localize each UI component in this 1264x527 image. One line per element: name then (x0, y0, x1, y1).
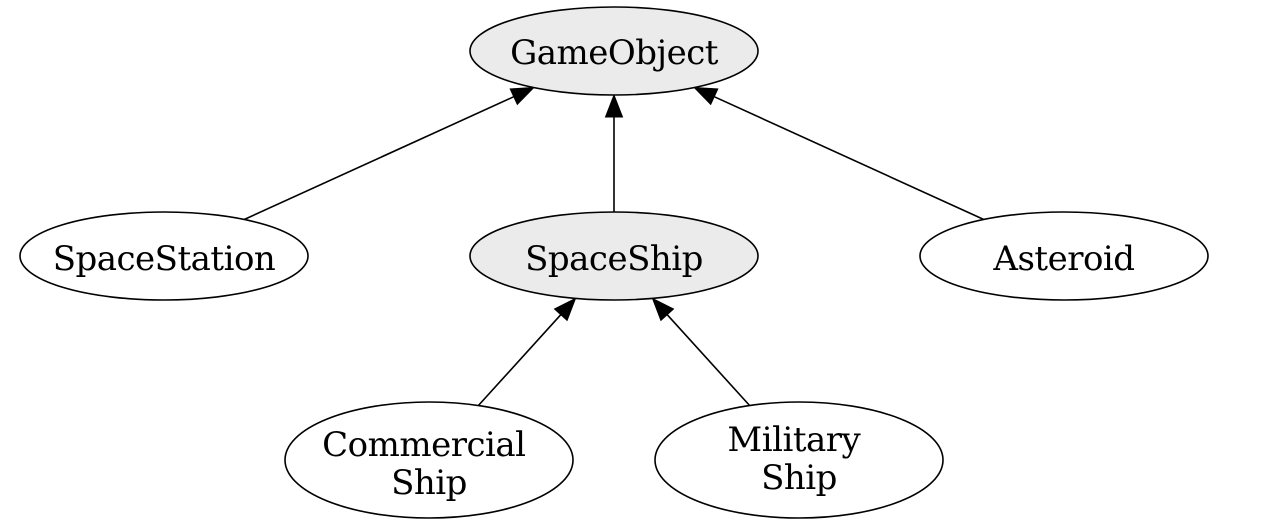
arrowhead-icon (651, 297, 675, 322)
edge-line (666, 314, 751, 407)
edges-layer (243, 86, 985, 407)
node-spacestation: SpaceStation (19, 211, 309, 301)
node-commercial-ship-label: Commercial Ship (322, 425, 536, 503)
node-military-ship-shape (654, 401, 944, 519)
arrowhead-icon (604, 93, 624, 118)
node-spaceship: SpaceShip (469, 211, 759, 301)
edge-asteroid-to-gameobject (692, 86, 985, 221)
node-commercial-ship: Commercial Ship (284, 401, 574, 519)
edge-spaceship-to-gameobject (604, 93, 624, 212)
node-commercial-ship-shape (284, 401, 574, 519)
node-spaceship-label: SpaceShip (525, 239, 703, 279)
node-spaceship-label-line: SpaceShip (525, 239, 703, 279)
node-asteroid-label: Asteroid (992, 239, 1134, 279)
node-military-ship-label-line-1: Military (727, 420, 861, 460)
edge-commercial_ship-to-spaceship (477, 297, 577, 407)
arrowhead-icon (692, 86, 719, 106)
node-asteroid-label-line: Asteroid (992, 239, 1134, 279)
edge-spacestation-to-gameobject (243, 86, 536, 221)
node-military-ship-label: Military Ship (727, 420, 870, 498)
arrowhead-icon (509, 86, 536, 106)
node-commercial-ship-label-line-1: Commercial (322, 425, 525, 465)
edge-line (713, 95, 985, 221)
node-spacestation-label: SpaceStation (53, 239, 276, 279)
edge-line (243, 95, 515, 221)
node-spacestation-label-line: SpaceStation (53, 239, 276, 279)
node-commercial-ship-label-line-2: Ship (391, 463, 467, 503)
node-gameobject-shape (469, 6, 759, 96)
node-asteroid: Asteroid (919, 211, 1209, 301)
node-asteroid-shape (919, 211, 1209, 301)
node-gameobject-label-line: GameObject (510, 33, 719, 73)
node-gameobject-label: GameObject (510, 33, 719, 73)
node-military-ship-label-line-2: Ship (761, 458, 837, 498)
edge-line (477, 314, 562, 407)
edge-military_ship-to-spaceship (651, 297, 751, 407)
node-spacestation-shape (19, 211, 309, 301)
node-gameobject: GameObject (469, 6, 759, 96)
node-military-ship: Military Ship (654, 401, 944, 519)
node-spaceship-shape (469, 211, 759, 301)
arrowhead-icon (553, 297, 577, 322)
